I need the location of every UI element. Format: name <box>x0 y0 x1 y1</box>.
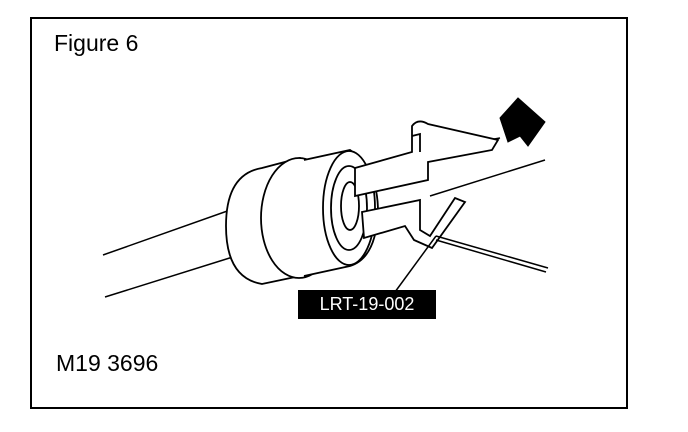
tool-callout-label: LRT-19-002 <box>298 290 436 319</box>
pipe-upper-edge <box>102 208 234 256</box>
pipe-far-lower-edge <box>429 159 546 197</box>
direction-arrow-icon <box>499 97 546 147</box>
pipe-lower-edge <box>104 255 237 298</box>
callout-leader-line <box>394 235 437 293</box>
release-tool-upper-jaw <box>354 120 500 198</box>
release-tool-edge <box>411 132 421 152</box>
background-hose <box>435 235 549 273</box>
coupling-body <box>225 149 379 285</box>
figure-title: Figure 6 <box>54 30 139 56</box>
background-hose-lower <box>435 239 547 273</box>
release-tool <box>354 120 500 250</box>
release-tool-lower-jaw <box>361 196 467 250</box>
reference-code: M19 3696 <box>56 350 159 376</box>
background-hose-upper <box>435 235 549 269</box>
